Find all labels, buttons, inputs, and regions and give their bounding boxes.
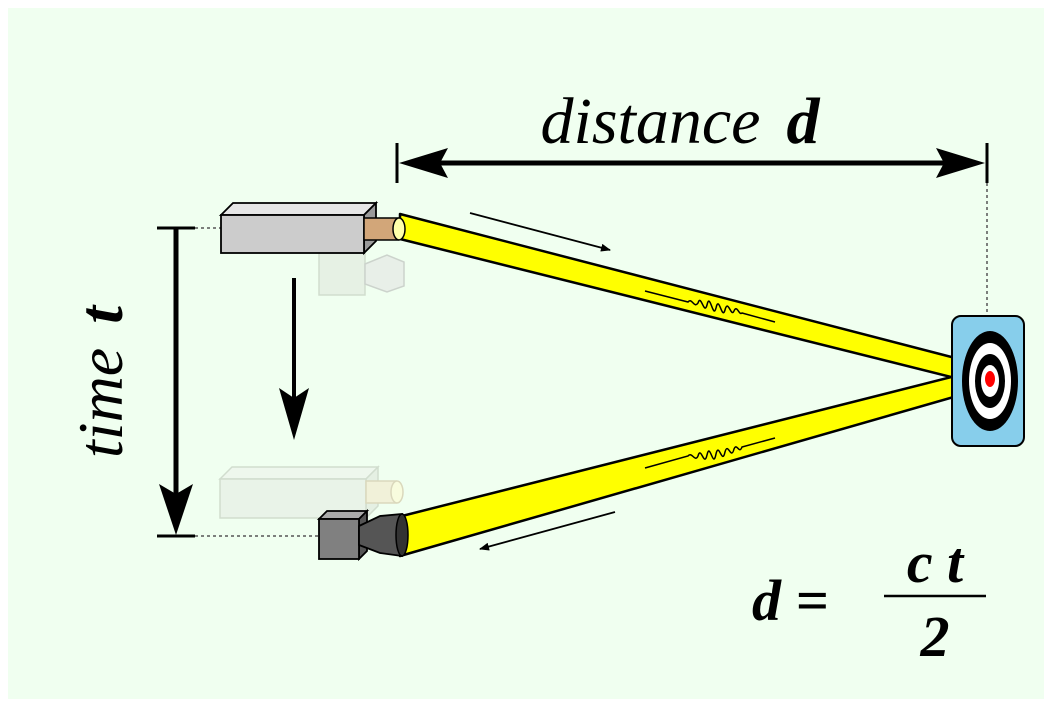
distance-symbol: d xyxy=(786,85,820,158)
formula-lhs: d = xyxy=(752,568,829,633)
formula-denominator: 2 xyxy=(920,604,950,669)
outgoing-pulse-wave xyxy=(644,290,776,323)
outgoing-pulse xyxy=(469,212,776,323)
formula-numerator: c t xyxy=(907,530,965,595)
faded-receiver-ghost xyxy=(318,252,405,296)
laser-rangefinder-emitting-icon xyxy=(218,200,406,256)
range-formula: d = c t 2 xyxy=(752,530,986,669)
distance-left-arrowhead xyxy=(399,148,448,178)
time-arrowhead xyxy=(159,484,193,535)
bullseye-target-icon xyxy=(951,315,1025,447)
returning-pulse-wave xyxy=(644,437,776,469)
target-hit-spot xyxy=(985,371,995,387)
returning-pulse xyxy=(479,437,776,551)
time-label: time t xyxy=(65,304,136,458)
time-word: time xyxy=(65,348,136,458)
distance-word: distance xyxy=(541,85,761,158)
motion-down-arrow xyxy=(279,278,309,440)
distance-right-arrowhead xyxy=(936,148,985,178)
distance-label: distance d xyxy=(541,85,821,158)
time-symbol: t xyxy=(65,304,136,324)
distance-dimension xyxy=(395,143,989,320)
laser-rangefinder-receiving-icon xyxy=(316,508,409,562)
